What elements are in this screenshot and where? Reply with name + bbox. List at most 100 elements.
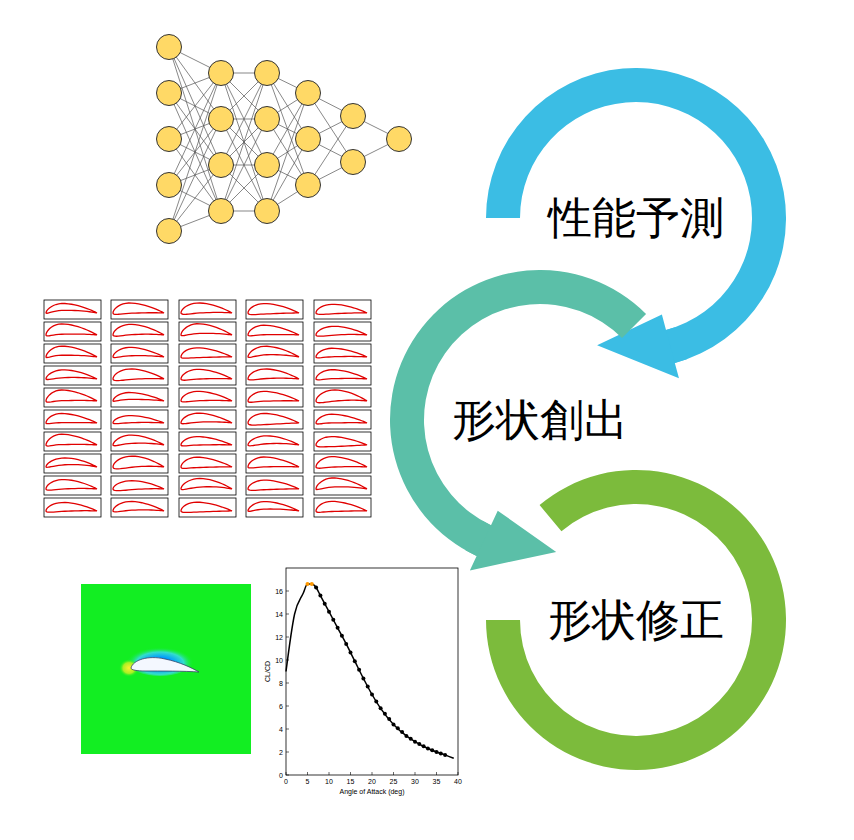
- airfoil-thumbnail: [44, 410, 101, 429]
- data-point: [409, 737, 413, 741]
- neuron: [255, 199, 280, 224]
- data-point: [310, 582, 314, 586]
- thumbnail-frame: [179, 322, 236, 341]
- data-point: [392, 722, 396, 726]
- airfoil-thumbnail: [179, 366, 236, 385]
- thumbnail-frame: [44, 410, 101, 429]
- data-point: [430, 748, 434, 752]
- airfoil-outline: [248, 502, 299, 512]
- thumbnail-frame: [44, 344, 101, 363]
- thumbnail-frame: [179, 432, 236, 451]
- thumbnail-frame: [111, 454, 168, 473]
- airfoil-outline: [113, 347, 164, 357]
- thumbnail-frame: [111, 322, 168, 341]
- airfoil-thumbnail: [179, 410, 236, 429]
- airfoil-thumbnail: [111, 410, 168, 429]
- step-label: 形状創出: [452, 396, 628, 444]
- airfoil-thumbnail: [44, 476, 101, 495]
- data-point: [344, 642, 348, 646]
- airfoil-outline: [248, 369, 299, 380]
- thumbnail-frame: [179, 498, 236, 517]
- airfoil-outline: [316, 414, 367, 424]
- airfoil-thumbnail: [111, 300, 168, 319]
- tick-label: 2: [279, 749, 283, 756]
- airfoil-thumbnail: [44, 322, 101, 341]
- airfoil-outline: [46, 480, 97, 491]
- neuron: [341, 150, 366, 175]
- airfoil-outline: [113, 393, 164, 402]
- thumbnail-frame: [44, 322, 101, 341]
- neuron: [157, 35, 182, 60]
- airfoil-section: [131, 658, 199, 672]
- step-label: 性能予測: [548, 194, 724, 242]
- data-point: [379, 706, 383, 710]
- data-point: [340, 634, 344, 638]
- airfoil-outline: [46, 370, 97, 380]
- airfoil-outline: [248, 436, 299, 446]
- airfoil-outline: [181, 437, 232, 446]
- airfoil-outline: [181, 348, 232, 358]
- thumbnail-frame: [246, 322, 303, 341]
- airfoil-thumbnail: [246, 476, 303, 495]
- thumbnail-frame: [179, 344, 236, 363]
- axis-title: CL/CD: [264, 661, 271, 682]
- data-point: [404, 734, 408, 738]
- airfoil-outline: [46, 434, 97, 446]
- neuron: [255, 61, 280, 86]
- airfoil-thumbnail: [179, 432, 236, 451]
- airfoil-thumbnail: [314, 300, 371, 319]
- thumbnail-frame: [44, 498, 101, 517]
- neuron: [341, 104, 366, 129]
- airfoil-thumbnail: [179, 498, 236, 517]
- airfoil-outline: [181, 502, 232, 512]
- data-point: [349, 651, 353, 655]
- thumbnail-frame: [179, 300, 236, 319]
- thumbnail-frame: [314, 388, 371, 407]
- airfoil-thumbnail: [314, 454, 371, 473]
- ring-band: [486, 470, 786, 770]
- data-point: [353, 659, 357, 663]
- thumbnail-frame: [314, 410, 371, 429]
- flow-field: [81, 584, 251, 754]
- tick-label: 0: [284, 778, 288, 785]
- thumbnail-frame: [314, 366, 371, 385]
- thumbnail-frame: [314, 300, 371, 319]
- airfoil-outline: [46, 390, 97, 402]
- neuron: [296, 173, 321, 198]
- thumbnail-frame: [246, 366, 303, 385]
- neuron: [387, 127, 412, 152]
- neuron: [255, 107, 280, 132]
- data-point: [400, 730, 404, 734]
- tick-mark: [286, 775, 289, 776]
- airfoil-outline: [181, 303, 232, 314]
- neural-network: [157, 35, 412, 244]
- tick-mark: [393, 772, 394, 775]
- thumbnail-frame: [111, 476, 168, 495]
- thumbnail-frame: [179, 476, 236, 495]
- neuron: [209, 199, 234, 224]
- tick-label: 30: [411, 778, 419, 785]
- data-point: [396, 726, 400, 730]
- thumbnail-frame: [44, 454, 101, 473]
- airfoil-outline: [46, 502, 97, 512]
- tick-mark: [286, 614, 289, 615]
- neuron: [157, 81, 182, 106]
- airfoil-outline: [46, 303, 97, 313]
- flow-ground: [81, 584, 251, 754]
- thumbnail-frame: [246, 410, 303, 429]
- tick-mark: [436, 772, 437, 775]
- thumbnail-frame: [246, 300, 303, 319]
- neuron: [209, 107, 234, 132]
- airfoil-thumbnail: [111, 366, 168, 385]
- data-point: [336, 626, 340, 630]
- neuron: [296, 81, 321, 106]
- airfoil-outline: [248, 480, 299, 490]
- airfoil-thumbnail: [111, 476, 168, 495]
- airfoil-outline: [46, 324, 97, 336]
- network-weight: [221, 73, 267, 211]
- ld-chart: [286, 568, 458, 775]
- airfoil-thumbnail: [111, 498, 168, 517]
- thumbnail-frame: [179, 410, 236, 429]
- data-point: [417, 742, 421, 746]
- thumbnail-frame: [111, 498, 168, 517]
